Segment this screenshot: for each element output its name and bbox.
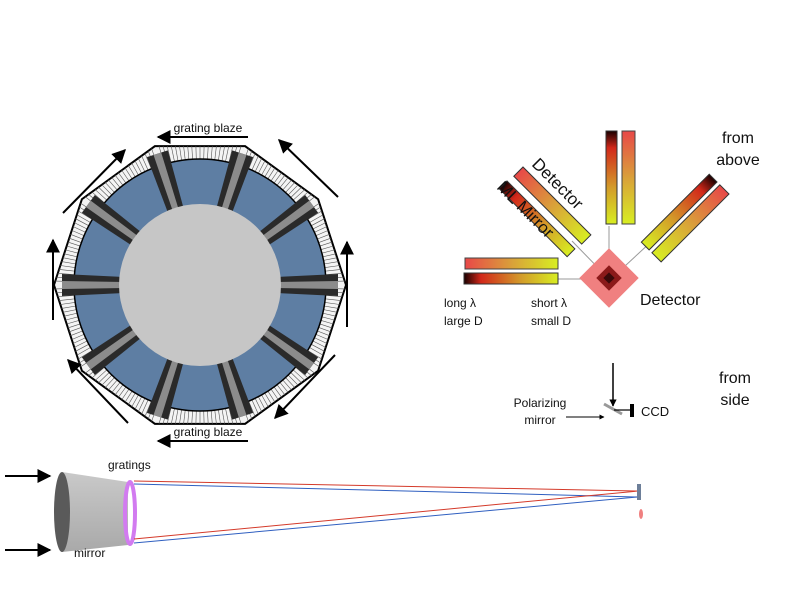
small-d-label: small D [531,314,571,328]
focal-detector [637,484,641,500]
mirror-aperture [54,472,70,552]
grating-ring: grating blaze grating blaze [46,121,354,448]
mirror-cone [62,472,128,552]
strip-left-detector [513,166,592,245]
strip-vertical-detector [621,130,636,225]
strip-left-mirror [498,180,576,258]
ccd-element [630,404,634,417]
side-view-label-line2: side [720,392,749,409]
ray-blue-bottom [133,496,639,544]
polarizing-label-line1: Polarizing [514,396,567,410]
top-view-label-line2: above [716,152,760,169]
mirror-label: mirror [74,546,105,560]
strip-right-detector [651,184,730,263]
gratings-ring-side [123,480,137,546]
strip-vertical-mirror [605,130,618,225]
strip-right-mirror [640,173,718,251]
large-d-label: large D [444,314,483,328]
ray-red-bottom [133,490,639,540]
strip-horizontal-detector [464,257,559,270]
focal-spot [639,509,643,519]
gratings-label: gratings [108,458,151,472]
ccd-label: CCD [641,404,669,419]
rotation-arrows [46,139,354,424]
support-arms [62,150,338,420]
top-view-label-line1: from [722,130,754,147]
top-blaze-label: grating blaze [174,121,243,135]
bottom-blaze-label: grating blaze [174,425,243,439]
side-view: Polarizing mirror CCD from side [514,363,751,427]
ray-blue-top [133,483,639,498]
center-detector-label: Detector [640,292,701,309]
short-lambda-label: short λ [531,296,567,310]
telescope: gratings mirror [5,458,643,560]
strip-horizontal-mirror [463,272,559,285]
polarizing-label-line2: mirror [524,413,555,427]
central-hub [119,204,281,366]
ray-red-top [133,480,639,492]
top-view: from above Detector ML Mirror Detector l… [444,130,760,328]
polarizing-mirror-shape [603,402,623,416]
long-lambda-label: long λ [444,296,476,310]
side-view-label-line1: from [719,370,751,387]
